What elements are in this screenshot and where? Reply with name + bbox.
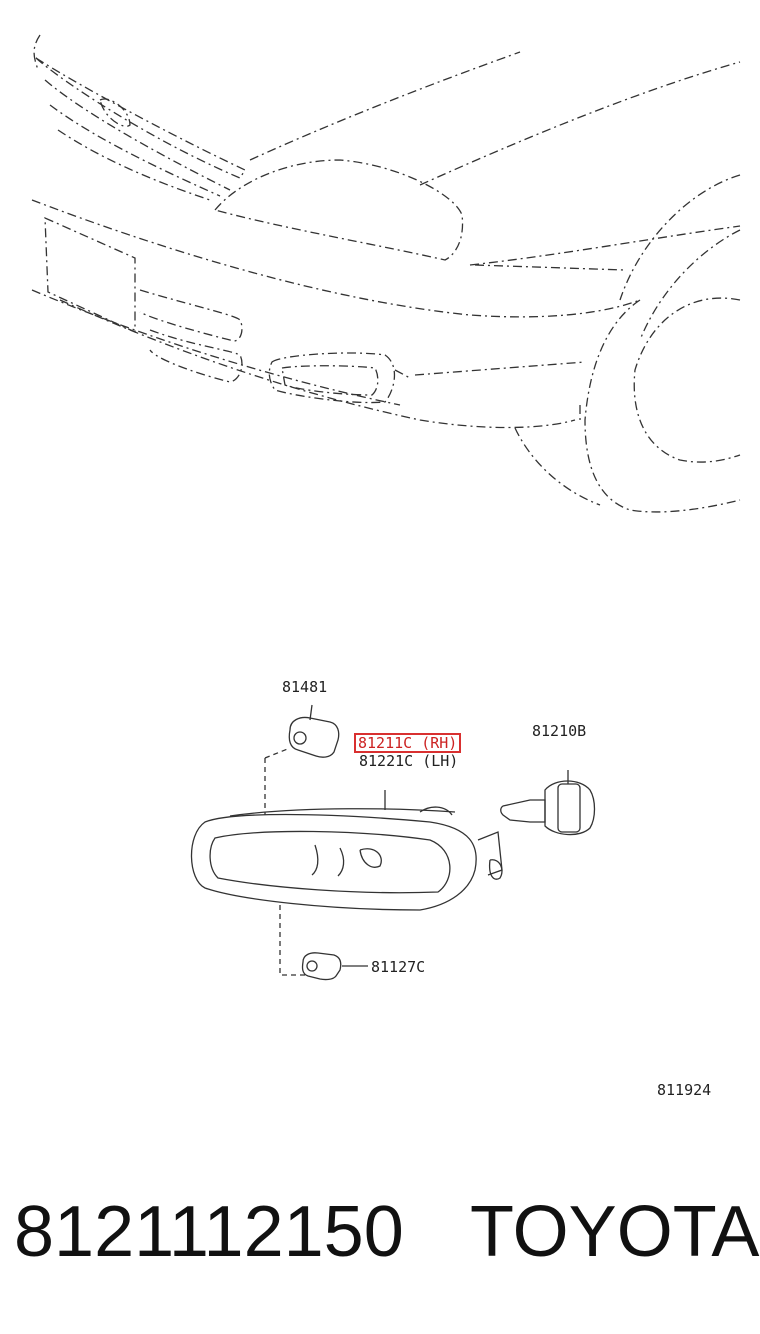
fog-lamp-exploded-view [190, 704, 596, 981]
bulb-socket-top-drawing [288, 704, 340, 758]
brand-name: TOYOTA [470, 1192, 760, 1272]
car-front-illustration [31, 34, 741, 513]
bulb-drawing [500, 770, 596, 836]
diagram-reference-number: 811924 [657, 1081, 712, 1099]
label-bulb-socket-bottom: 81127C [371, 958, 426, 976]
bulb-socket-bottom-drawing [301, 952, 368, 981]
label-bulb: 81210B [532, 722, 587, 740]
label-bulb-socket-top: 81481 [282, 678, 328, 696]
label-fog-lamp-rh[interactable]: 81211C (RH) [353, 733, 462, 753]
part-number: 8121112150 [14, 1192, 404, 1272]
fog-lamp-housing-drawing [190, 790, 503, 911]
label-fog-lamp-lh: 81221C (LH) [359, 752, 459, 770]
